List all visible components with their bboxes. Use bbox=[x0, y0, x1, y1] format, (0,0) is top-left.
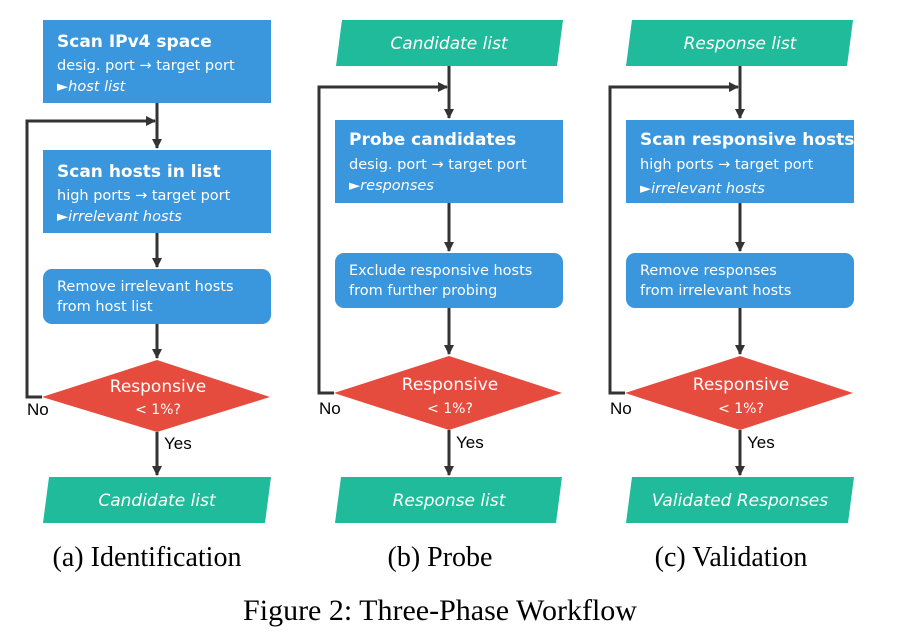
remove-irrelevant-line1: Remove irrelevant hosts bbox=[57, 279, 234, 295]
remove-responses-line1: Remove responses bbox=[640, 263, 777, 279]
candidate-list-input-label: Candidate list bbox=[390, 34, 509, 54]
probe-candidates-box-shape bbox=[335, 120, 563, 203]
scan-responsive-box-shape bbox=[626, 120, 854, 203]
scan-ipv4-box-shape bbox=[43, 20, 271, 103]
remove-responses-box: Remove responses from irrelevant hosts bbox=[626, 253, 854, 308]
remove-responses-line2: from irrelevant hosts bbox=[640, 283, 791, 299]
panel-probe: Candidate list Probe candidates desig. p… bbox=[317, 20, 563, 573]
scan-hosts-box-shape bbox=[43, 150, 271, 233]
scan-ipv4-ports: desig. port → target port bbox=[57, 58, 235, 74]
scan-responsive-box: Scan responsive hosts high ports → targe… bbox=[626, 120, 854, 203]
output-marker-icon: ► bbox=[640, 181, 652, 197]
decision-threshold: < 1%? bbox=[427, 401, 473, 417]
exclude-responsive-line1: Exclude responsive hosts bbox=[349, 263, 532, 279]
decision-diamond-shape bbox=[42, 360, 270, 432]
responsive-decision-b: Responsive < 1%? bbox=[334, 356, 562, 430]
response-list-input-label: Response list bbox=[684, 34, 798, 54]
output-marker-icon: ► bbox=[57, 209, 69, 225]
scan-ipv4-output-line: ►host list bbox=[57, 79, 127, 95]
response-list-input-shape bbox=[626, 20, 853, 66]
probe-candidates-output: responses bbox=[360, 178, 434, 194]
decision-title: Responsive bbox=[402, 375, 498, 395]
loop-arrow-no bbox=[25, 116, 156, 399]
no-label: No bbox=[27, 400, 49, 419]
decision-threshold: < 1%? bbox=[135, 402, 181, 418]
scan-responsive-title: Scan responsive hosts bbox=[640, 130, 854, 150]
responsive-decision-c: Responsive < 1%? bbox=[625, 356, 853, 430]
decision-diamond-shape bbox=[334, 356, 562, 430]
decision-title: Responsive bbox=[693, 375, 789, 395]
no-label: No bbox=[319, 399, 341, 418]
validated-responses-output: Validated Responses bbox=[626, 477, 854, 523]
exclude-responsive-box: Exclude responsive hosts from further pr… bbox=[335, 253, 563, 308]
probe-candidates-title: Probe candidates bbox=[349, 130, 516, 150]
caption-probe: (b) Probe bbox=[388, 542, 493, 573]
remove-responses-box-shape bbox=[626, 253, 854, 308]
response-list-output-label: Response list bbox=[393, 491, 507, 511]
decision-diamond-shape bbox=[625, 356, 853, 430]
response-list-output-shape bbox=[335, 477, 562, 523]
responsive-decision-a: Responsive < 1%? bbox=[42, 360, 270, 432]
scan-hosts-box: Scan hosts in list high ports → target p… bbox=[43, 150, 271, 233]
figure-caption: Figure 2: Three-Phase Workflow bbox=[243, 594, 637, 627]
yes-label: Yes bbox=[747, 433, 775, 452]
validated-responses-output-label: Validated Responses bbox=[652, 491, 828, 511]
exclude-responsive-line2: from further probing bbox=[349, 283, 497, 299]
scan-hosts-output-line: ►irrelevant hosts bbox=[57, 209, 182, 225]
scan-responsive-output: irrelevant hosts bbox=[651, 181, 765, 197]
loop-arrow-no bbox=[317, 82, 448, 395]
scan-ipv4-output: host list bbox=[68, 79, 127, 95]
candidate-list-input-b: Candidate list bbox=[336, 20, 563, 66]
yes-label: Yes bbox=[456, 433, 484, 452]
scan-responsive-output-line: ►irrelevant hosts bbox=[640, 181, 765, 197]
loop-arrow-no bbox=[608, 82, 739, 395]
candidate-list-input-shape bbox=[336, 20, 563, 66]
caption-validation: (c) Validation bbox=[655, 542, 808, 573]
decision-threshold: < 1%? bbox=[718, 401, 764, 417]
response-list-output-b: Response list bbox=[335, 477, 562, 523]
caption-identification: (a) Identification bbox=[53, 542, 242, 573]
scan-ipv4-title: Scan IPv4 space bbox=[57, 32, 212, 52]
no-label: No bbox=[610, 399, 632, 418]
output-marker-icon: ► bbox=[349, 178, 361, 194]
scan-hosts-title: Scan hosts in list bbox=[57, 162, 221, 182]
output-marker-icon: ► bbox=[57, 79, 69, 95]
probe-candidates-box: Probe candidates desig. port → target po… bbox=[335, 120, 563, 203]
exclude-responsive-box-shape bbox=[335, 253, 563, 308]
candidate-list-output-label: Candidate list bbox=[98, 491, 217, 511]
response-list-input-c: Response list bbox=[626, 20, 853, 66]
scan-responsive-ports: high ports → target port bbox=[640, 157, 814, 173]
scan-ipv4-box: Scan IPv4 space desig. port → target por… bbox=[43, 20, 271, 103]
probe-candidates-output-line: ►responses bbox=[349, 178, 434, 194]
panel-identification: Scan IPv4 space desig. port → target por… bbox=[25, 20, 271, 573]
remove-irrelevant-box: Remove irrelevant hosts from host list bbox=[43, 269, 271, 324]
remove-irrelevant-line2: from host list bbox=[57, 299, 153, 315]
scan-hosts-output: irrelevant hosts bbox=[68, 209, 182, 225]
panel-validation: Response list Scan responsive hosts high… bbox=[608, 20, 854, 573]
decision-title: Responsive bbox=[110, 377, 206, 397]
probe-candidates-ports: desig. port → target port bbox=[349, 157, 527, 173]
candidate-list-output-a: Candidate list bbox=[43, 477, 271, 523]
scan-hosts-ports: high ports → target port bbox=[57, 188, 231, 204]
candidate-list-output-shape bbox=[43, 477, 271, 523]
validated-responses-output-shape bbox=[626, 477, 854, 523]
remove-irrelevant-box-shape bbox=[43, 269, 271, 324]
yes-label: Yes bbox=[164, 434, 192, 453]
